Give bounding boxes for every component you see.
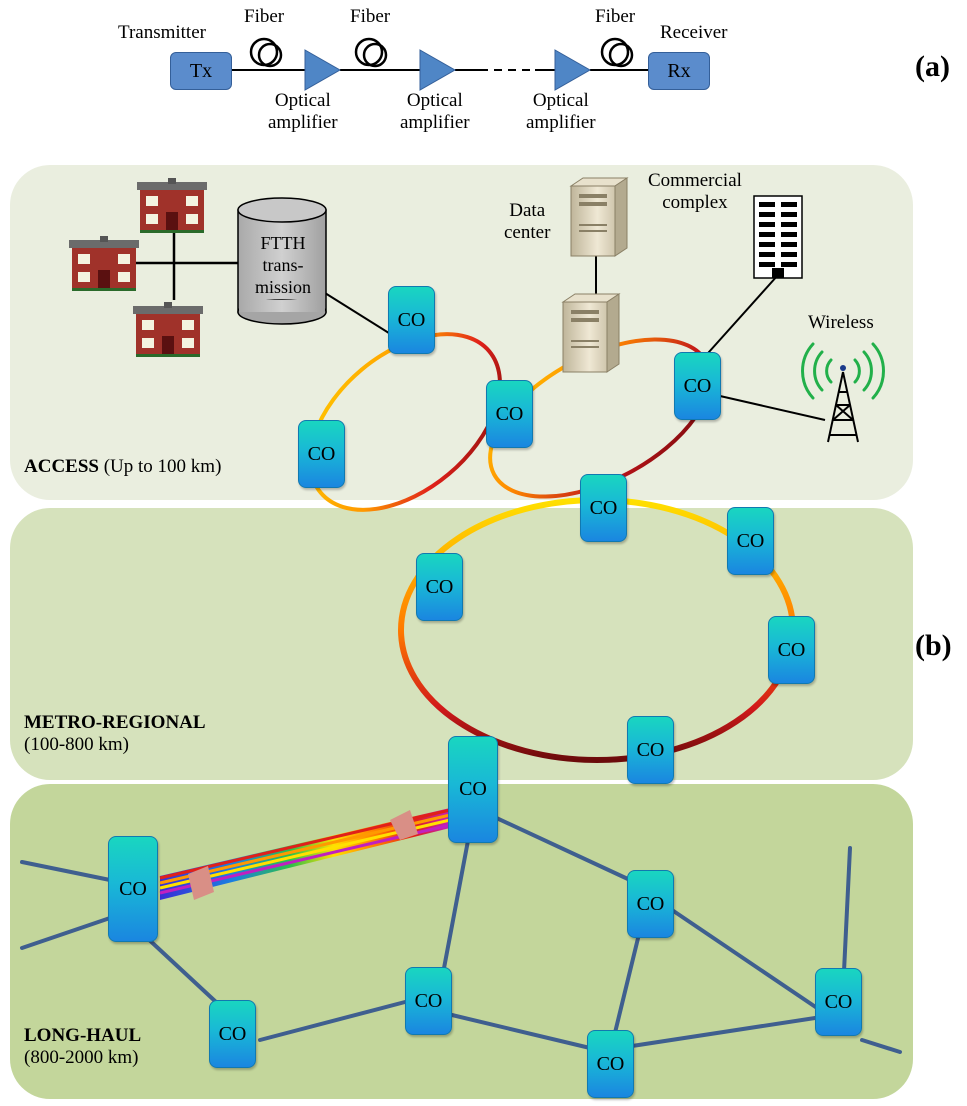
access-range: (Up to 100 km) <box>103 456 222 477</box>
server-icon <box>569 177 629 257</box>
commercial-link <box>699 274 779 363</box>
amplifier-label-1: Optical amplifier <box>268 90 338 134</box>
co-node-longhaul-1[interactable]: CO <box>627 870 674 938</box>
ftth-line-1: FTTH <box>260 233 306 253</box>
co-node-metro-3[interactable]: CO <box>768 616 815 684</box>
co-label: CO <box>636 892 665 915</box>
co-label: CO <box>589 496 618 519</box>
data-center-line-1: Data <box>509 200 546 221</box>
transmitter-label: Transmitter <box>118 22 206 43</box>
fiber-coil-icon <box>249 37 283 68</box>
house-icon <box>133 302 203 357</box>
rx-label: Rx <box>667 59 691 82</box>
amplifier-label-line2: amplifier <box>526 112 596 133</box>
co-node-access-1[interactable]: CO <box>388 286 435 354</box>
co-node-longhaul-west[interactable]: CO <box>108 836 158 942</box>
co-node-longhaul-5[interactable]: CO <box>587 1030 634 1098</box>
co-label: CO <box>495 402 524 425</box>
co-label: CO <box>683 374 712 397</box>
demultiplexer-icon <box>390 810 418 840</box>
metro-range: (100-800 km) <box>24 734 130 755</box>
ftth-to-co-link <box>324 292 393 336</box>
receiver-label: Receiver <box>660 22 728 43</box>
house-icon <box>137 178 207 233</box>
co-label: CO <box>397 308 426 331</box>
commercial-line-1: Commercial <box>648 170 742 191</box>
building-icon <box>753 195 803 279</box>
co-label: CO <box>307 442 336 465</box>
co-node-metro-2[interactable]: CO <box>416 553 463 621</box>
rx-box: Rx <box>648 52 710 90</box>
fiber-coil-icon <box>354 37 388 68</box>
data-center-label: Data center <box>504 200 550 244</box>
fiber-label-3: Fiber <box>595 6 636 27</box>
tx-label: Tx <box>189 59 213 82</box>
co-label: CO <box>636 738 665 761</box>
co-node-metro-longhaul-gateway[interactable]: CO <box>448 736 498 843</box>
access-ring-left <box>308 332 502 512</box>
co-label: CO <box>736 529 765 552</box>
tx-box: Tx <box>170 52 232 90</box>
co-label: CO <box>119 877 147 900</box>
co-node-access-2[interactable]: CO <box>298 420 345 488</box>
wdm-rainbow-bundle <box>159 808 451 900</box>
antenna-tower-icon <box>801 342 885 443</box>
wireless-label: Wireless <box>808 312 874 333</box>
amplifier-label-line2: amplifier <box>400 112 470 133</box>
amplifier-label-3: Optical amplifier <box>526 90 596 134</box>
co-node-longhaul-4[interactable]: CO <box>209 1000 256 1068</box>
fiber-label-1: Fiber <box>244 6 285 27</box>
commercial-line-2: complex <box>662 192 728 213</box>
amplifier-label-2: Optical amplifier <box>400 90 470 134</box>
metro-title: METRO-REGIONAL <box>24 712 206 733</box>
co-node-longhaul-3[interactable]: CO <box>815 968 862 1036</box>
metro-tier-label: METRO-REGIONAL (100-800 km) <box>24 712 206 756</box>
ftth-line-2: trans- <box>262 255 304 275</box>
fiber-coil-icon <box>600 37 634 68</box>
amplifier-label-line2: amplifier <box>268 112 338 133</box>
co-label: CO <box>596 1052 625 1075</box>
amplifier-label-line1: Optical <box>532 90 589 111</box>
access-title: ACCESS <box>24 456 99 477</box>
commercial-complex-label: Commercial complex <box>648 170 742 214</box>
fiber-label-2: Fiber <box>350 6 391 27</box>
amplifier-label-line1: Optical <box>406 90 463 111</box>
longhaul-title: LONG-HAUL <box>24 1025 142 1046</box>
amplifier-icon <box>419 49 457 91</box>
co-label: CO <box>824 990 853 1013</box>
co-label: CO <box>425 575 454 598</box>
part-a-tag: (a) <box>915 50 950 83</box>
ftth-line-3: mission <box>254 277 311 297</box>
co-label: CO <box>414 989 443 1012</box>
co-node-metro-4[interactable]: CO <box>627 716 674 784</box>
data-center-line-2: center <box>504 222 551 243</box>
longhaul-tier-label: LONG-HAUL (800-2000 km) <box>24 1025 141 1069</box>
house-icon <box>69 236 139 291</box>
co-node-access-4[interactable]: CO <box>674 352 721 420</box>
wireless-link <box>719 395 826 421</box>
co-label: CO <box>459 778 487 800</box>
amplifier-label-line1: Optical <box>274 90 331 111</box>
co-node-metro-1[interactable]: CO <box>727 507 774 575</box>
amplifier-icon <box>554 49 592 91</box>
ftth-cylinder-icon <box>237 197 327 325</box>
multiplexer-icon <box>188 866 214 900</box>
co-label: CO <box>218 1022 247 1045</box>
ftth-label: FTTH trans- mission <box>248 232 318 298</box>
longhaul-range: (800-2000 km) <box>24 1047 139 1068</box>
co-node-longhaul-2[interactable]: CO <box>405 967 452 1035</box>
amplifier-icon <box>304 49 342 91</box>
co-node-access-metro-gateway[interactable]: CO <box>580 474 627 542</box>
server-icon <box>561 293 621 373</box>
access-tier-label: ACCESS (Up to 100 km) <box>24 456 221 478</box>
part-b-tag: (b) <box>915 629 952 662</box>
co-label: CO <box>777 638 806 661</box>
co-node-access-3[interactable]: CO <box>486 380 533 448</box>
